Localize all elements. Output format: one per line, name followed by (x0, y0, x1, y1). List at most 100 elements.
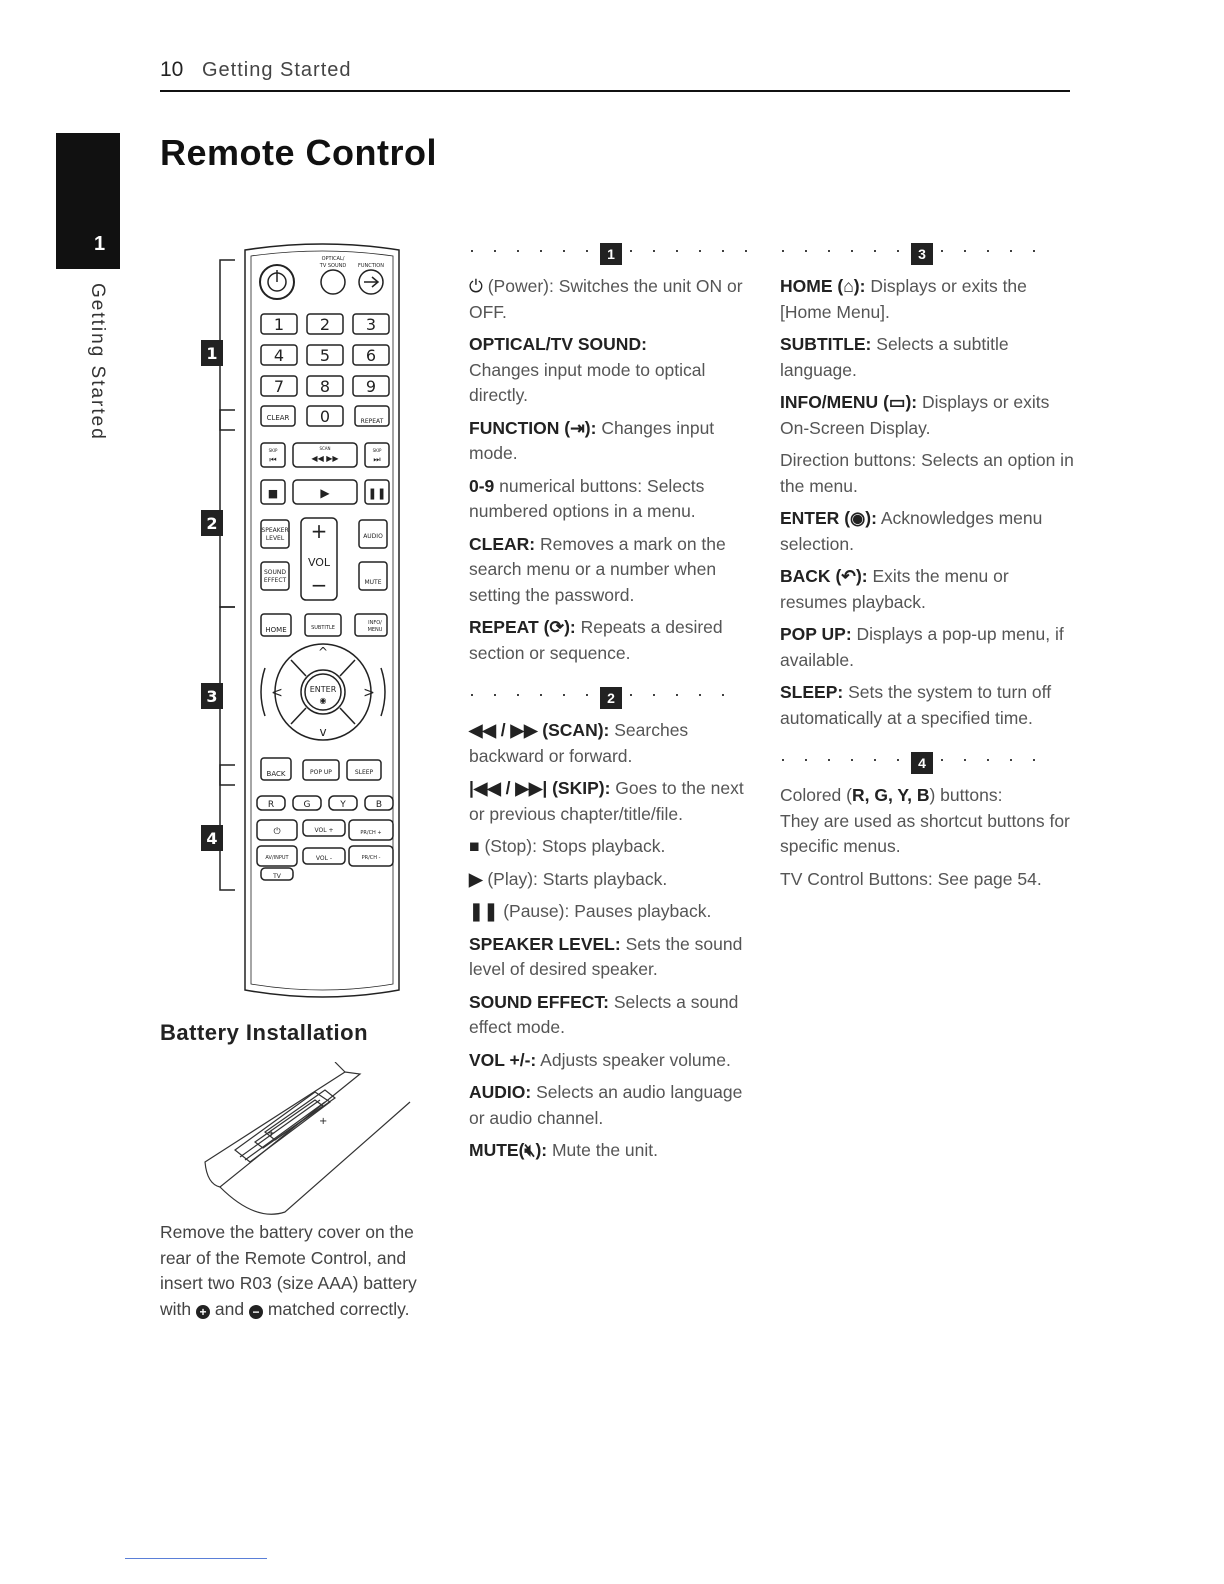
scan-icon: ◀◀ / ▶▶ (469, 720, 538, 740)
prch-up-key: PR/CH + (360, 830, 381, 836)
key-6: 6 (366, 346, 376, 365)
audio-item: AUDIO: Selects an audio language or audi… (469, 1082, 743, 1128)
battery-text-1: Remove the battery cover on the rear of … (160, 1222, 417, 1319)
key-4: 4 (274, 346, 284, 365)
battery-instructions: Remove the battery cover on the rear of … (160, 1220, 445, 1322)
battery-installation-heading: Battery Installation (160, 1020, 369, 1045)
pause-icon: ❚❚ (469, 901, 499, 921)
svg-text:^: ^ (318, 645, 328, 659)
svg-text:❚❚: ❚❚ (368, 487, 386, 500)
function-item: FUNCTION (⇥): Changes input mode. (469, 417, 715, 464)
enter-icon: ◉ (850, 508, 866, 528)
repeat-key: REPEAT (361, 418, 384, 425)
svg-text:⏻: ⏻ (273, 826, 280, 837)
section-divider-4: · · · · · ·4· · · · · (780, 747, 1075, 774)
play-icon: ▶ (469, 868, 483, 889)
description-column-1: · · · · · ·1· · · · · · ⏻ (Power): Switc… (469, 236, 759, 1171)
home-item: HOME (⌂): Displays or exits the [Home Me… (780, 276, 1027, 322)
vol-label: VOL (308, 556, 331, 569)
battery-text-end: matched correctly. (267, 1298, 410, 1319)
prch-down-key: PR/CH - (362, 855, 381, 861)
level-label: LEVEL (266, 535, 285, 542)
page-number: 10 (160, 58, 184, 81)
blue-key: B (376, 800, 382, 810)
battery-installation-illustration: + + (204, 1062, 411, 1215)
scan-item: ◀◀ / ▶▶ (SCAN): Searches backward or for… (469, 720, 689, 766)
key-2: 2 (320, 315, 330, 334)
optical-item: OPTICAL/TV SOUND:Changes input mode to o… (469, 334, 706, 405)
remote-marker-1: 1 (206, 344, 217, 363)
remote-marker-4: 4 (206, 829, 217, 848)
mute-item: MUTE(🔇︎): Mute the unit. (469, 1140, 659, 1160)
speaker-label: SPEAKER (261, 527, 288, 534)
power-item: ⏻ (Power): Switches the unit ON or OFF. (469, 276, 743, 322)
svg-text:+: + (267, 1128, 275, 1139)
mute-key: MUTE (364, 579, 381, 586)
svg-text:◀◀ ▶▶: ◀◀ ▶▶ (311, 454, 339, 463)
key-0: 0 (320, 407, 330, 426)
svg-text:+: + (311, 519, 328, 543)
skip-label-right: SKIP (373, 448, 382, 453)
chapter-tab-label: Getting Started (87, 283, 108, 441)
minus-symbol-icon: − (248, 1304, 263, 1319)
pause-item: ❚❚ (Pause): Pauses playback. (469, 901, 712, 921)
input-icon: ⇥ (570, 417, 585, 438)
remote-marker-3: 3 (206, 687, 217, 706)
section-marker-1: 1 (599, 243, 622, 265)
description-column-2: · · · · · ·3· · · · · HOME (⌂): Displays… (780, 236, 1075, 899)
key-1: 1 (274, 315, 284, 334)
key-7: 7 (274, 377, 284, 396)
section-marker-3: 3 (910, 243, 933, 265)
scan-label: SCAN (319, 446, 330, 451)
sound-label: SOUND (264, 569, 286, 576)
colored-buttons-item: Colored (R, G, Y, B) buttons:They are us… (780, 785, 1070, 856)
svg-text:−: − (311, 573, 328, 597)
play-item: ▶ (Play): Starts playback. (469, 868, 668, 889)
popup-item: POP UP: Displays a pop-up menu, if avail… (780, 624, 1064, 670)
power-icon: ⏻ (469, 276, 483, 296)
direction-item: Direction buttons: Selects an option in … (780, 450, 1074, 496)
repeat-icon: ⟳ (549, 617, 565, 637)
back-item: BACK (↶): Exits the menu or resumes play… (780, 566, 1009, 612)
svg-text:⏭: ⏭ (373, 455, 380, 464)
svg-text:◉: ◉ (320, 696, 327, 705)
svg-text:⏮: ⏮ (269, 455, 276, 464)
tvsound-label: TV SOUND (319, 263, 347, 269)
repeat-item: REPEAT (⟳): Repeats a desired section or… (469, 617, 723, 663)
key-8: 8 (320, 377, 330, 396)
vol-plus-key: VOL + (315, 827, 334, 834)
tv-control-item: TV Control Buttons: See page 54. (780, 868, 1042, 889)
home-key: HOME (265, 626, 286, 634)
numeric-item: 0-9 numerical buttons: Selects numbered … (469, 475, 705, 522)
optical-label: OPTICAL/ (322, 256, 345, 262)
section-divider-2: · · · · · ·2· · · · · (469, 682, 759, 709)
back-icon: ↶ (841, 566, 856, 586)
stop-icon: ■ (469, 836, 480, 856)
green-key: G (304, 800, 311, 810)
info-icon: ▭ (888, 392, 906, 412)
info-label: INFO/ (368, 620, 382, 626)
page-header: 10 Getting Started (160, 56, 1070, 92)
clear-key: CLEAR (267, 414, 290, 422)
svg-text:<: < (271, 685, 283, 701)
svg-text:+: + (319, 1116, 327, 1127)
chapter-number: 1 (94, 233, 106, 255)
yellow-key: Y (339, 800, 346, 810)
svg-text:▶: ▶ (320, 486, 330, 500)
svg-text:■: ■ (268, 487, 278, 500)
subtitle-item: SUBTITLE: Selects a subtitle language. (780, 334, 1009, 380)
info-menu-item: INFO/MENU (▭): Displays or exits On-Scre… (780, 392, 1050, 438)
effect-label: EFFECT (264, 577, 287, 584)
remote-marker-2: 2 (206, 514, 217, 533)
audio-key: AUDIO (363, 533, 383, 540)
sleep-item: SLEEP: Sets the system to turn off autom… (780, 682, 1052, 728)
chapter-tab: 1 (56, 133, 120, 269)
section-name: Getting Started (202, 59, 352, 81)
remote-control-illustration: 1 2 3 4 OPTICAL/ TV SOUND FUNCTION 1 2 3… (201, 243, 400, 998)
page-title: Remote Control (160, 132, 437, 173)
svg-text:>: > (363, 685, 375, 701)
clear-item: CLEAR: Removes a mark on the search menu… (469, 533, 726, 605)
av-input-key: AV/INPUT (265, 855, 289, 861)
vol-item: VOL +/-: Adjusts speaker volume. (469, 1049, 731, 1070)
skip-label-left: SKIP (269, 448, 278, 453)
